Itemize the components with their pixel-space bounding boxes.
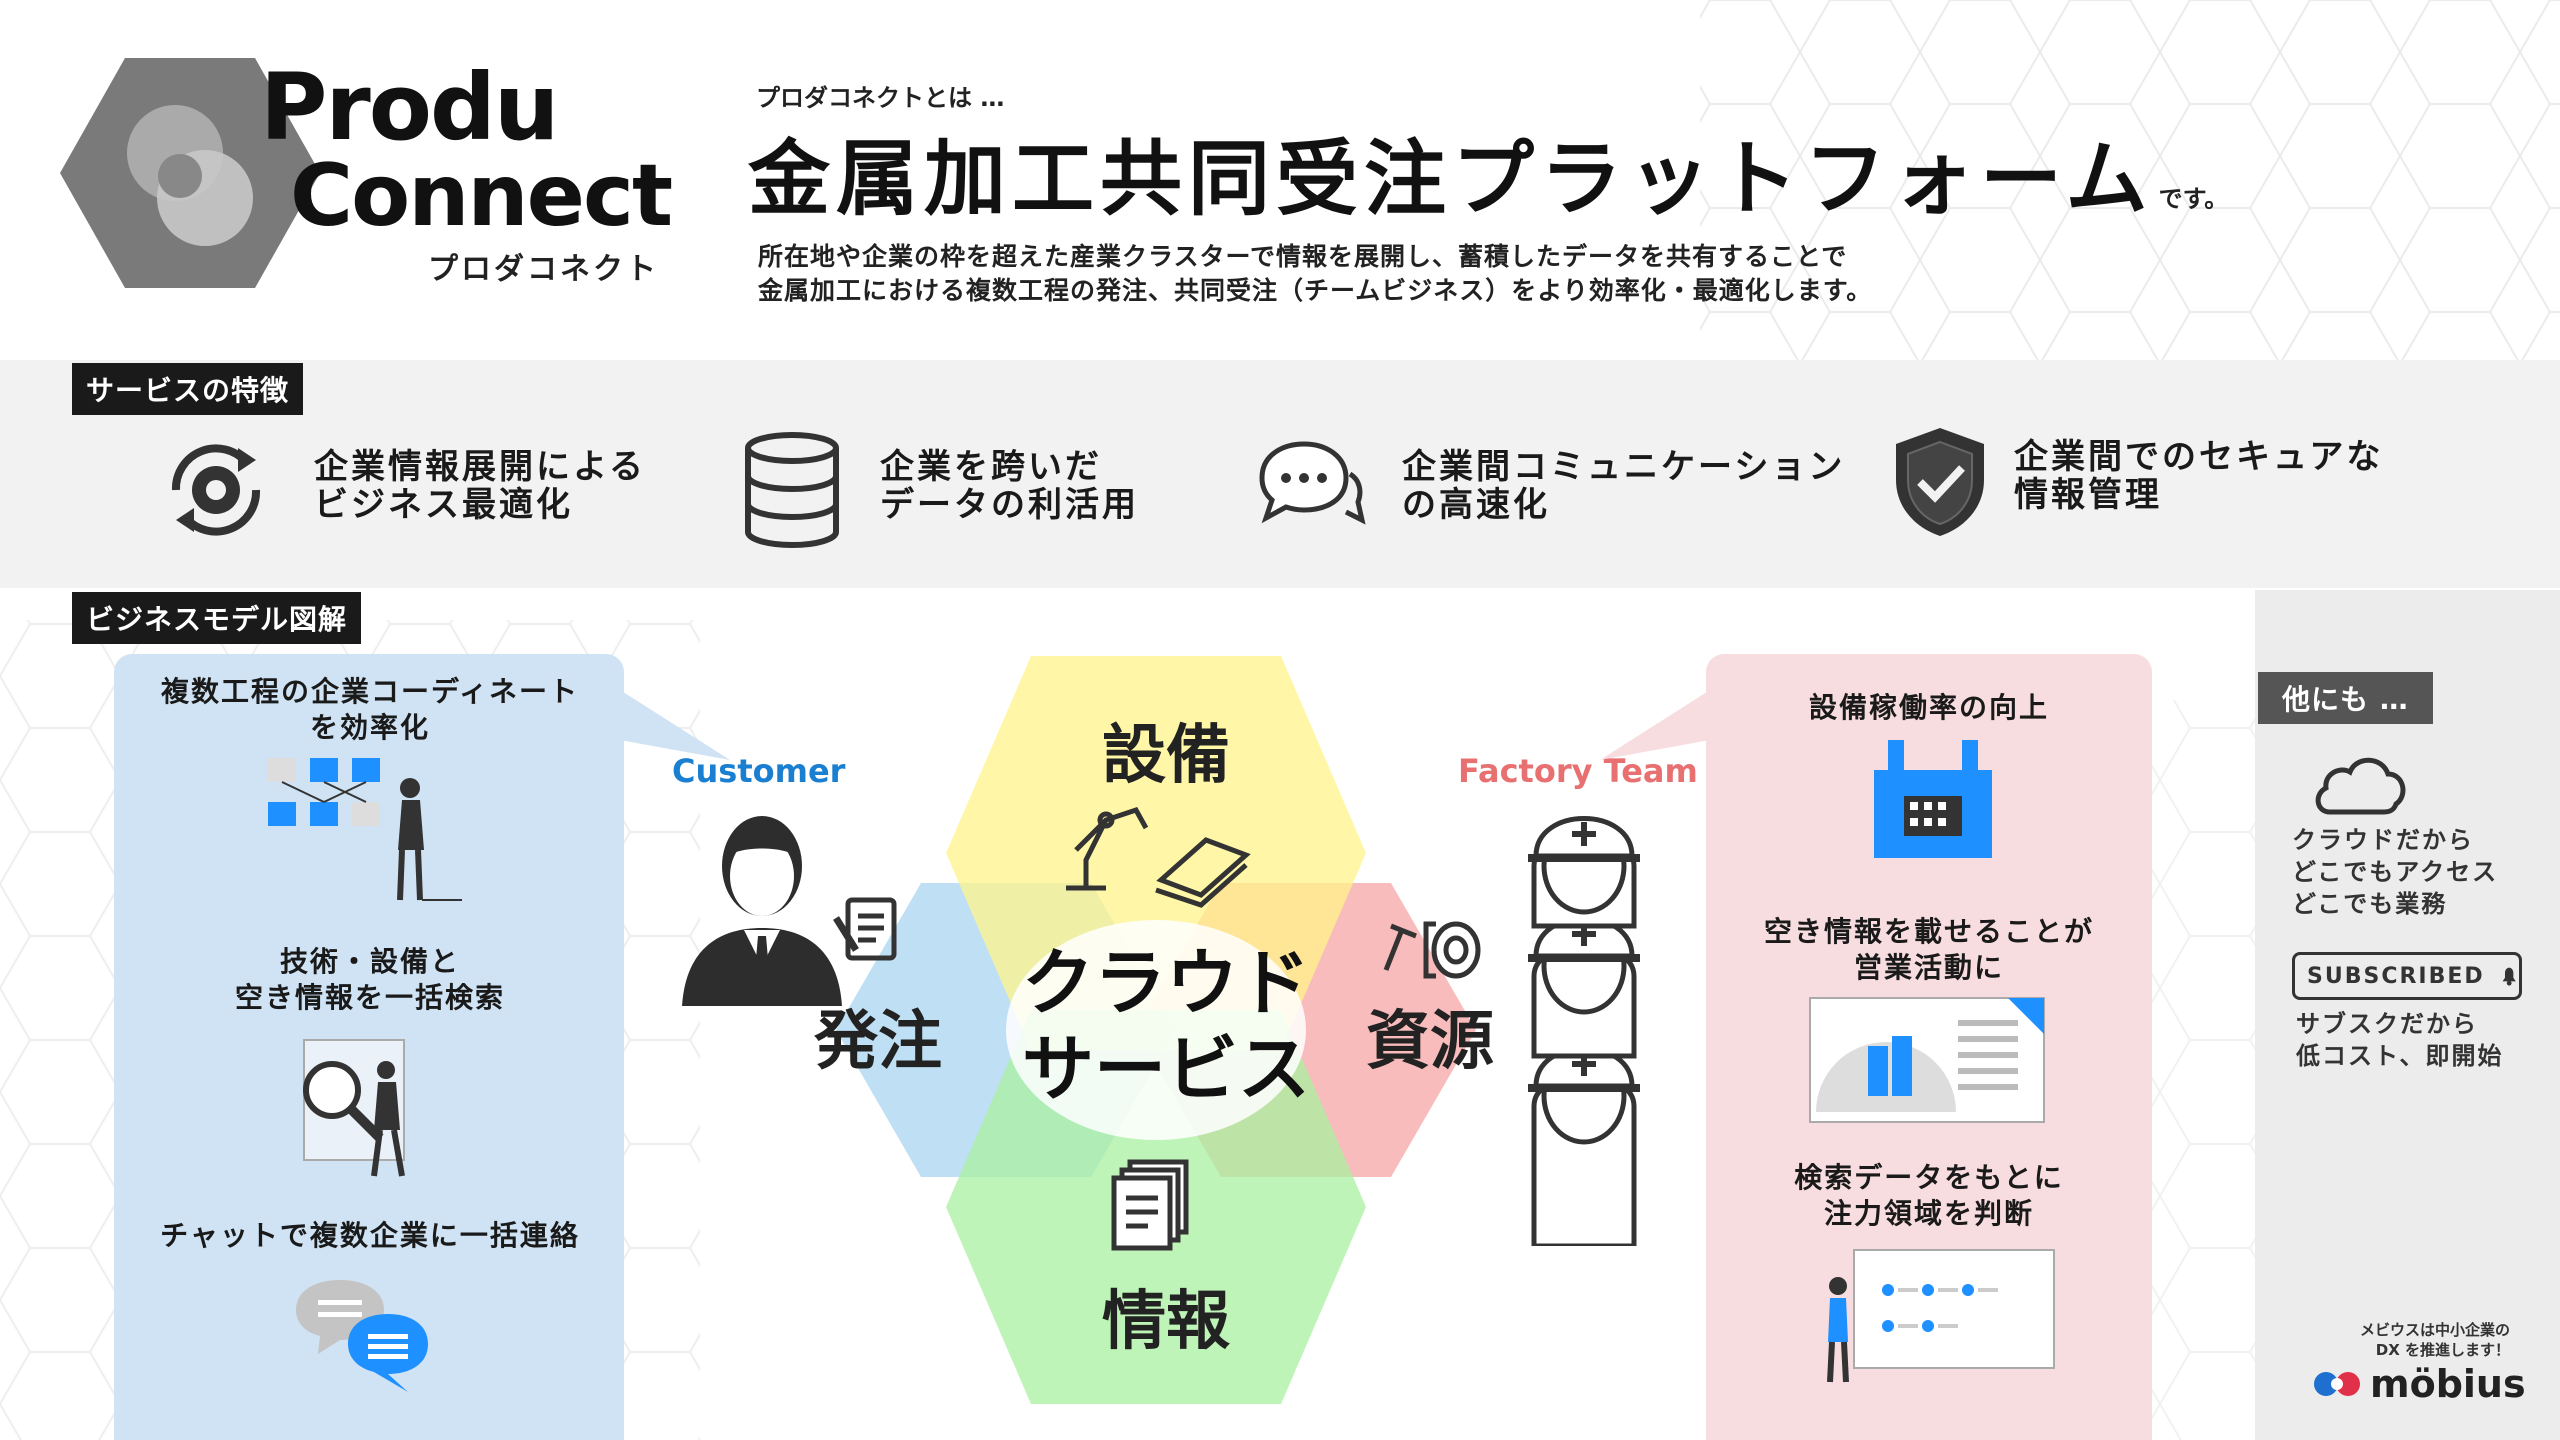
hex-bottom-label: 情報	[1102, 1285, 1230, 1359]
feature-1-text: 企業情報展開による ビジネス最適化	[314, 448, 646, 524]
factory-building-icon	[1874, 740, 1992, 858]
feature-item-2: 企業を跨いだ データの利活用	[742, 432, 1242, 552]
footer-note: メビウスは中小企業の DX を推進します！	[2320, 1320, 2510, 1360]
left-item-1-line-2: を効率化	[309, 711, 430, 744]
robot-arm-icon	[1066, 806, 1149, 891]
left-item-1: 複数工程の企業コーディネート を効率化	[130, 674, 610, 746]
logo-text-produ: Produ	[260, 54, 559, 161]
sidebar-sub-text: サブスクだから 低コスト、即開始	[2296, 1008, 2504, 1072]
footer-note-line-2: DX を推進します！	[2375, 1341, 2510, 1359]
chat-illustration	[296, 1280, 428, 1392]
left-item-3: チャットで複数企業に一括連絡	[160, 1219, 580, 1252]
bell-icon	[2502, 967, 2516, 986]
cloud-icon	[2315, 757, 2406, 815]
sidebar-sub-line-2: 低コスト、即開始	[2296, 1042, 2504, 1070]
page-title: 金属加工共同受注プラットフォーム です。	[748, 112, 2228, 231]
logo-text-connect: Connect	[290, 146, 673, 246]
right-item-2-line-1: 空き情報を載せることが	[1763, 915, 2094, 948]
logo-hexagon-icon	[60, 58, 320, 288]
feature-1-line-2: ビジネス最適化	[314, 485, 573, 525]
feature-2-text: 企業を跨いだ データの利活用	[880, 448, 1139, 524]
metal-sheet-icon	[1155, 837, 1251, 908]
cloud-service-line-2: サービス	[1021, 1027, 1310, 1111]
feature-item-1: 企業情報展開による ビジネス最適化	[156, 430, 716, 550]
gear-cycle-icon	[171, 444, 261, 536]
feature-3-line-1: 企業間コミュニケーション	[1402, 447, 1846, 487]
page-title-main: 金属加工共同受注プラットフォーム	[748, 132, 2154, 227]
features-label: サービスの特徴	[72, 363, 304, 415]
hex-right-label: 資源	[1366, 1005, 1494, 1079]
chat-bubbles-icon	[1259, 441, 1366, 525]
database-icon	[745, 432, 839, 548]
description: 所在地や企業の枠を超えた産業クラスターで情報を展開し、蓄積したデータを共有するこ…	[758, 240, 1872, 308]
document-stack-icon	[1111, 1159, 1189, 1251]
factory-panel-pointer	[1600, 690, 1710, 760]
hex-left-label: 発注	[814, 1005, 942, 1079]
right-item-2-line-2: 営業活動に	[1853, 951, 2004, 984]
feature-4-line-2: 情報管理	[2014, 475, 2162, 515]
left-item-1-line-1: 複数工程の企業コーディネート	[160, 675, 580, 708]
feature-3-line-2: の高速化	[1402, 485, 1550, 525]
coordinate-illustration	[268, 758, 462, 901]
feature-2-line-2: データの利活用	[880, 485, 1139, 525]
right-item-3-line-2: 注力領域を判断	[1823, 1197, 2034, 1230]
left-item-2-line-2: 空き情報を一括検索	[234, 981, 505, 1014]
factory-team-label: Factory Team	[1458, 752, 1698, 790]
cloud-service-label: クラウド サービス	[976, 940, 1356, 1112]
coil-icon	[1423, 921, 1481, 979]
left-item-2: 技術・設備と 空き情報を一括検索	[130, 944, 610, 1016]
left-item-2-line-1: 技術・設備と	[279, 945, 460, 978]
feature-2-line-1: 企業を跨いだ	[880, 447, 1102, 487]
customer-label: Customer	[672, 752, 846, 790]
model-label: ビジネスモデル図解	[72, 592, 362, 644]
logo-kana: プロダコネクト	[428, 252, 659, 287]
right-item-3-line-1: 検索データをもとに	[1794, 1161, 2064, 1194]
mobius-mark-icon	[2314, 1372, 2360, 1396]
intro-text: プロダコネクトとは …	[756, 84, 1005, 112]
right-item-1: 設備稼働率の向上	[1808, 691, 2049, 724]
sidebar-cloud-line-1: クラウドだから	[2292, 826, 2474, 854]
cloud-service-line-1: クラウド	[1021, 941, 1310, 1025]
listing-illustration	[1809, 997, 2045, 1123]
customer-panel-pointer	[620, 690, 730, 760]
sidebar-cloud-line-2: どこでもアクセス	[2292, 858, 2499, 886]
footer-note-line-1: メビウスは中小企業の	[2359, 1321, 2510, 1339]
customer-person-icon	[682, 816, 842, 1006]
mobius-logo: möbius	[2312, 1362, 2526, 1406]
page-title-suffix: です。	[2158, 185, 2229, 213]
order-form-icon	[833, 897, 897, 961]
description-line-1: 所在地や企業の枠を超えた産業クラスターで情報を展開し、蓄積したデータを共有するこ…	[758, 242, 1848, 271]
feature-4-line-1: 企業間でのセキュアな	[2014, 437, 2384, 477]
dashboard-illustration	[1827, 1249, 2055, 1383]
sidebar-sub-line-1: サブスクだから	[2296, 1010, 2478, 1038]
subscribed-badge: SUBSCRIBED	[2292, 952, 2522, 1000]
feature-3-text: 企業間コミュニケーション の高速化	[1402, 448, 1845, 524]
shield-check-icon	[1896, 428, 1984, 536]
feature-4-text: 企業間でのセキュアな 情報管理	[2014, 438, 2383, 514]
sidebar-label: 他にも …	[2258, 672, 2433, 724]
feature-1-line-1: 企業情報展開による	[314, 447, 646, 487]
feature-item-4: 企業間でのセキュアな 情報管理	[1890, 424, 2490, 544]
sidebar-cloud-text: クラウドだから どこでもアクセス どこでも業務	[2292, 824, 2498, 920]
right-item-2: 空き情報を載せることが 営業活動に	[1706, 914, 2152, 986]
hex-top-label: 設備	[1102, 719, 1230, 793]
screw-icon	[1383, 923, 1417, 971]
logo: Produ Connect プロダコネクト	[60, 58, 680, 288]
factory-workers-icon	[1528, 816, 1640, 1246]
subscribed-badge-text: SUBSCRIBED	[2307, 963, 2485, 989]
description-line-2: 金属加工における複数工程の発注、共同受注（チームビジネス）をより効率化・最適化し…	[758, 276, 1873, 305]
sidebar-cloud-line-3: どこでも業務	[2292, 890, 2448, 918]
mobius-brand-text: möbius	[2370, 1362, 2526, 1406]
feature-item-3: 企業間コミュニケーション の高速化	[1254, 438, 1874, 548]
right-item-3: 検索データをもとに 注力領域を判断	[1706, 1160, 2152, 1232]
search-illustration	[303, 1039, 405, 1177]
hexagon-diagram	[833, 656, 1481, 1404]
